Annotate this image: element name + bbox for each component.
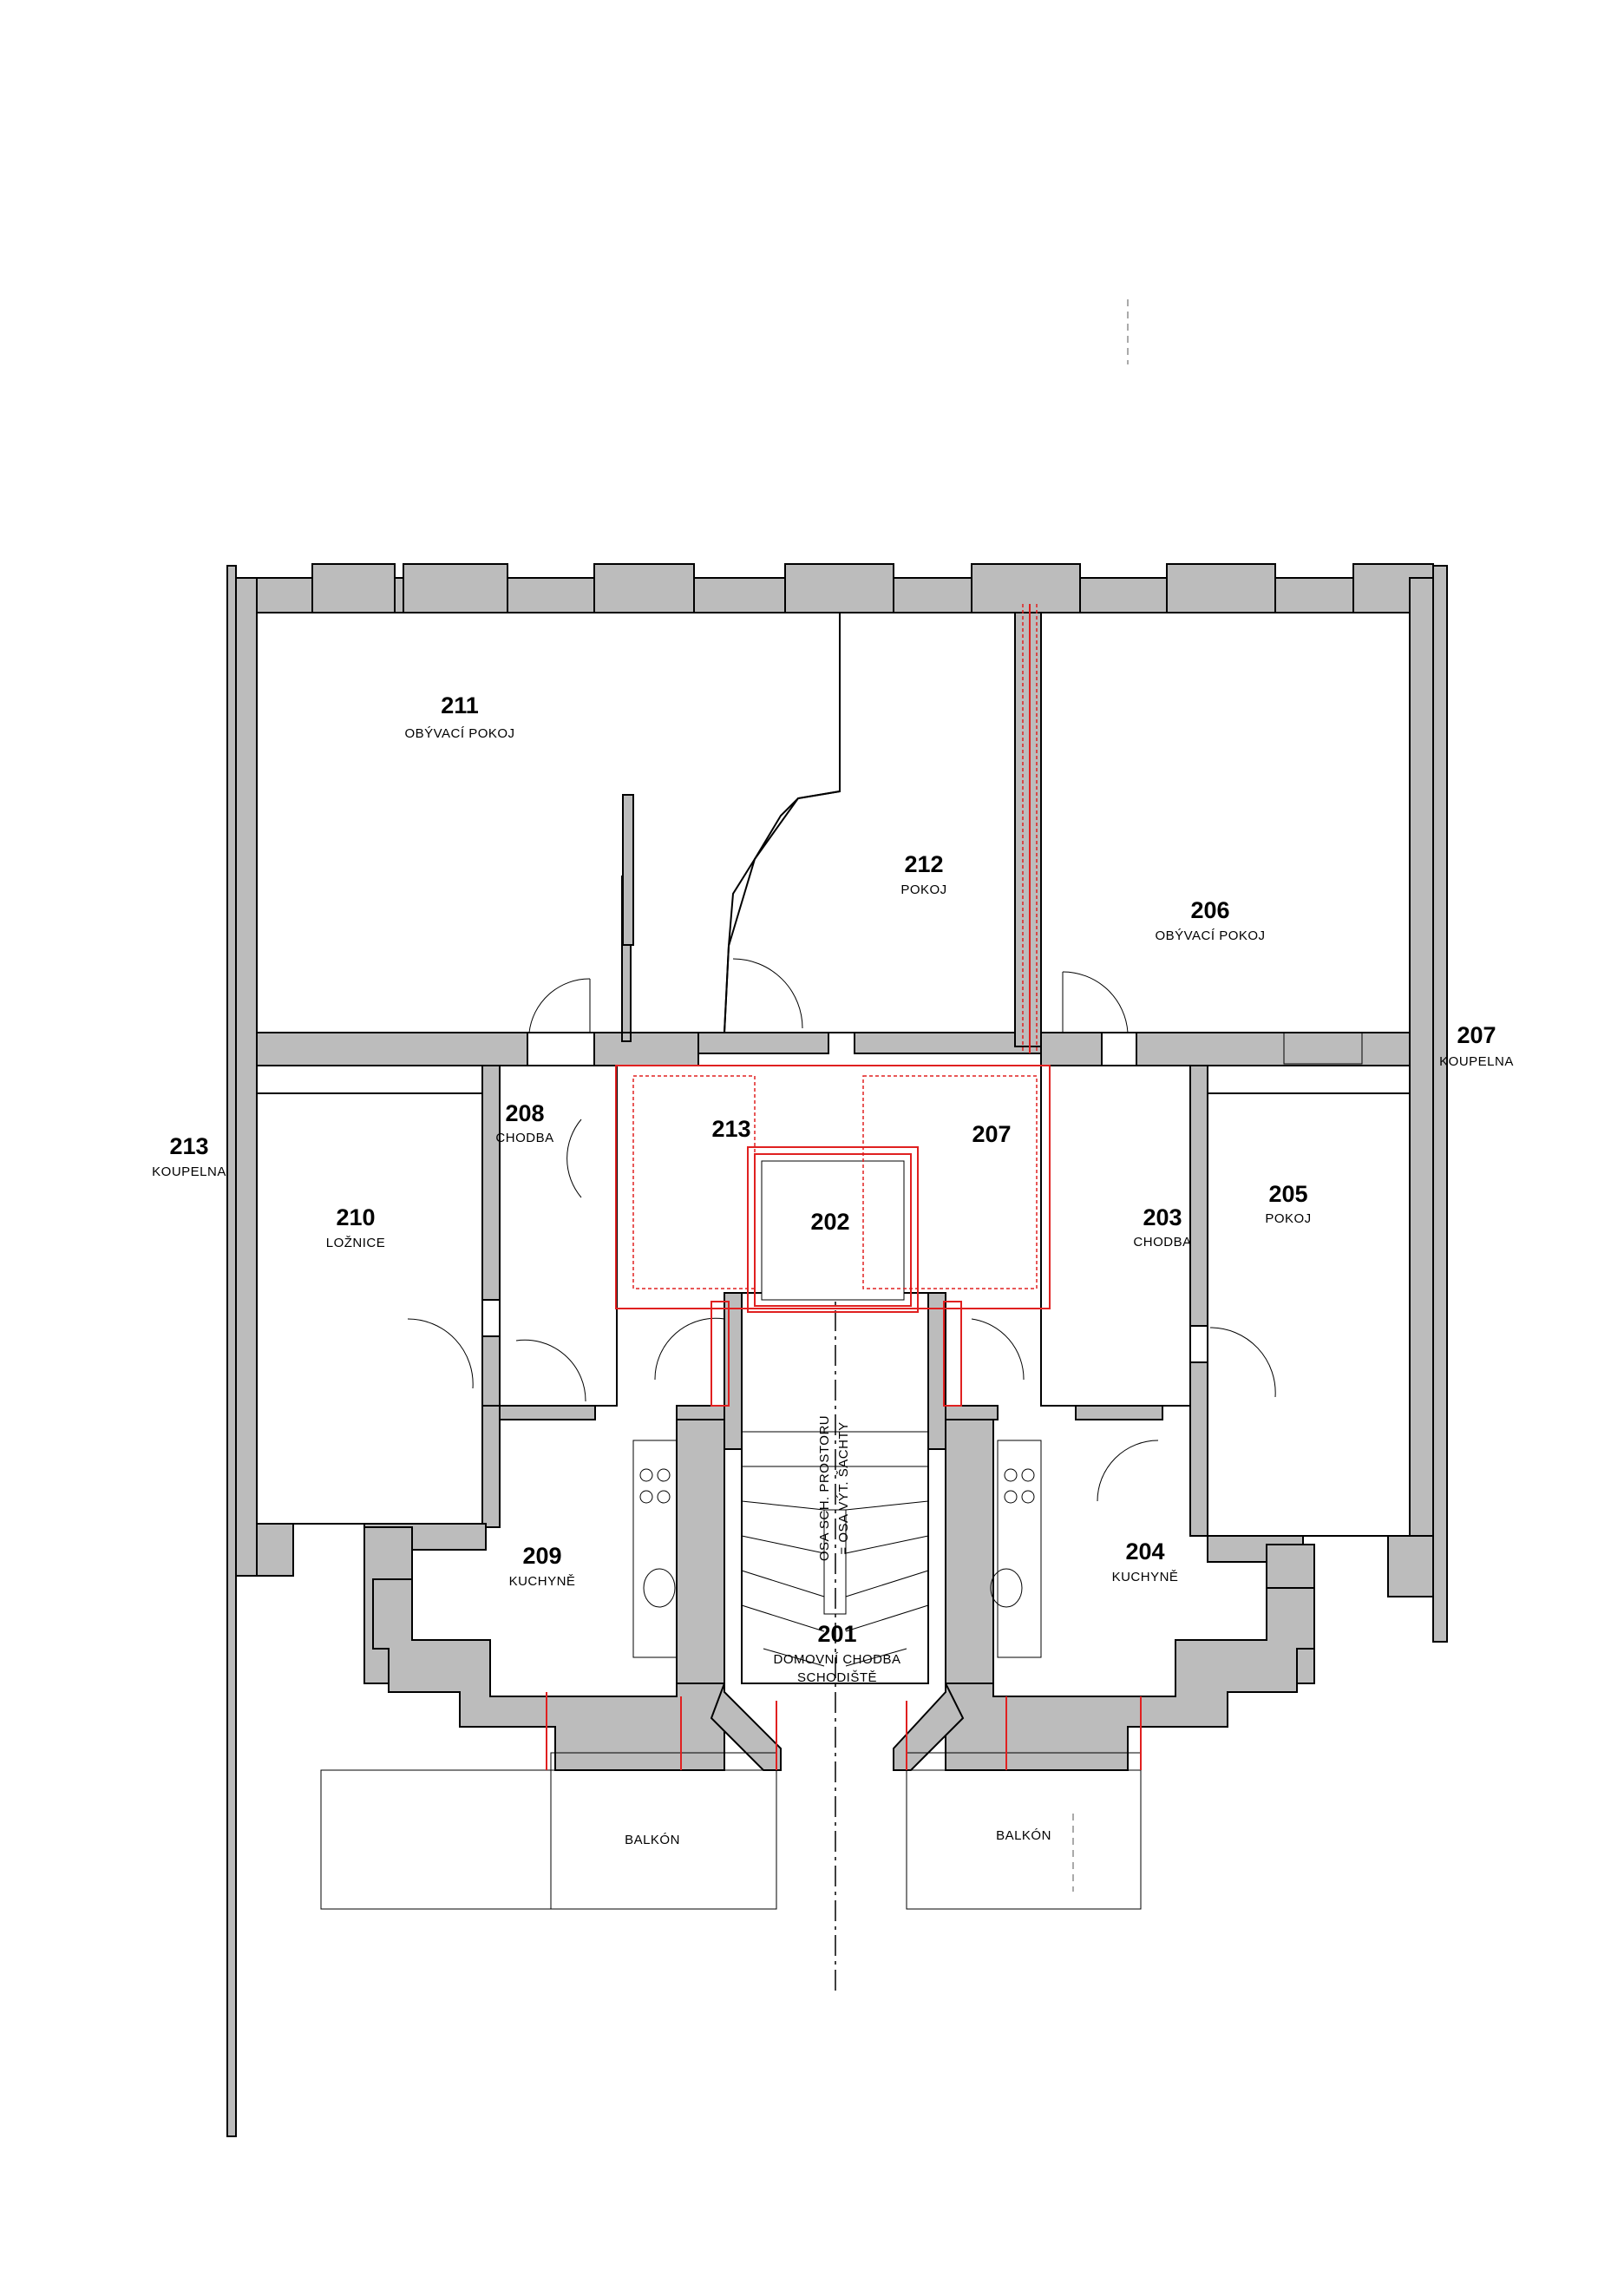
bay-wall-right bbox=[945, 1587, 1315, 1771]
room-name-213-outer: KOUPELNA bbox=[152, 1164, 226, 1179]
room-number-209: 209 bbox=[522, 1543, 561, 1569]
room-name-201: DOMOVNÍ CHODBA bbox=[773, 1652, 900, 1667]
kitchen-fixtures bbox=[632, 1440, 1042, 1658]
room-number-208: 208 bbox=[505, 1100, 544, 1126]
room-number-201: 201 bbox=[817, 1621, 856, 1647]
bay-wall-left bbox=[372, 1578, 725, 1771]
room-number-210: 210 bbox=[336, 1204, 375, 1230]
room-number-204: 204 bbox=[1125, 1538, 1164, 1565]
room-name-203: CHODBA bbox=[1133, 1235, 1191, 1250]
room-number-203: 203 bbox=[1143, 1204, 1182, 1230]
room-name-206: OBÝVACÍ POKOJ bbox=[1155, 928, 1265, 943]
room-name-209: KUCHYNĚ bbox=[509, 1574, 576, 1589]
room-number-213-inner: 213 bbox=[711, 1116, 750, 1142]
room-number-207-outer: 207 bbox=[1457, 1022, 1496, 1048]
stair-wall-right bbox=[893, 1683, 965, 1771]
room-number-212: 212 bbox=[904, 851, 943, 877]
room-outlines bbox=[256, 612, 1411, 1910]
shaft-highlight bbox=[546, 604, 1142, 1770]
room-labels: 211 OBÝVACÍ POKOJ 212 POKOJ 206 OBÝVACÍ … bbox=[152, 692, 1514, 1847]
balcony-label-left: BALKÓN bbox=[625, 1833, 680, 1847]
room-name-207-outer: KOUPELNA bbox=[1439, 1054, 1514, 1069]
room-number-213-outer: 213 bbox=[169, 1133, 208, 1159]
room-number-211: 211 bbox=[441, 692, 479, 718]
room-name-204: KUCHYNĚ bbox=[1112, 1570, 1179, 1584]
room-number-206: 206 bbox=[1190, 897, 1229, 923]
room-number-205: 205 bbox=[1268, 1181, 1307, 1207]
room-name2-201: SCHODIŠTĚ bbox=[797, 1670, 877, 1685]
axis-note-line1: OSA SCH. PROSTORU bbox=[817, 1415, 832, 1561]
axis-note-line2: = OSA VÝT. ŠACHTY bbox=[836, 1421, 851, 1554]
stair-wall-left bbox=[710, 1683, 782, 1771]
room-name-211: OBÝVACÍ POKOJ bbox=[404, 726, 514, 741]
room-number-207-inner: 207 bbox=[972, 1121, 1011, 1147]
outer-walls bbox=[226, 563, 1448, 2137]
balcony-label-right: BALKÓN bbox=[996, 1828, 1051, 1843]
room-name-212: POKOJ bbox=[900, 882, 946, 897]
balcony-hatch bbox=[550, 1752, 1142, 1910]
room-name-208: CHODBA bbox=[495, 1131, 553, 1145]
room-number-202: 202 bbox=[810, 1209, 849, 1235]
door-swings bbox=[407, 958, 1276, 1502]
room-name-205: POKOJ bbox=[1265, 1211, 1311, 1226]
room-name-210: LOŽNICE bbox=[326, 1236, 386, 1250]
